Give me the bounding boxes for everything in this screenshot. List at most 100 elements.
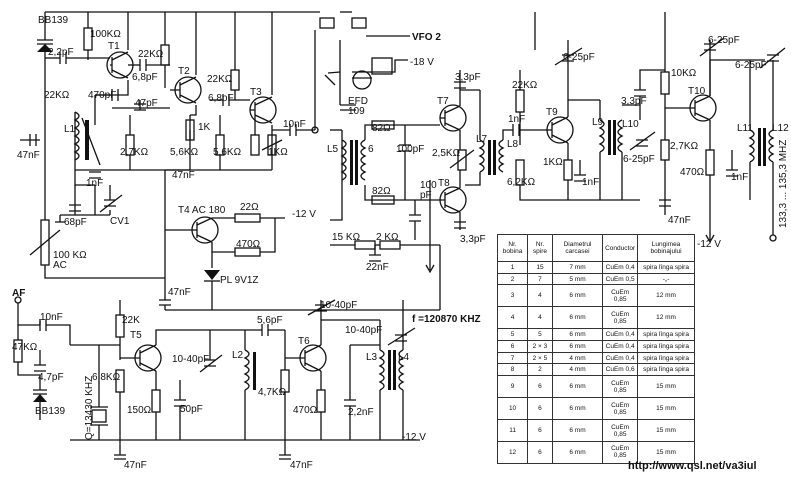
components-top-left bbox=[29, 27, 319, 306]
table-cell: 5 bbox=[496, 328, 529, 342]
label-c-100p-b: 100 bbox=[420, 180, 437, 191]
label-f-osc: f =120870 KHZ bbox=[412, 314, 481, 325]
label-l6: 6 bbox=[368, 144, 374, 155]
label-c-10-40-c: 10-40pF bbox=[345, 325, 382, 336]
label-c-6-25-out: 6-25pF bbox=[735, 60, 767, 71]
table-cell: 4 bbox=[496, 306, 529, 330]
table-cell: 4 bbox=[527, 306, 553, 330]
t4-regulator bbox=[165, 213, 285, 310]
table-cell: CuEm 0,85 bbox=[602, 306, 639, 330]
label-t2: T2 bbox=[178, 66, 190, 77]
label-t4: T4 AC 180 bbox=[178, 205, 226, 216]
label-c-6-25-l10: 6-25pF bbox=[623, 154, 655, 165]
label-zener: PL 9V1Z bbox=[220, 275, 259, 286]
table-cell: 5 mm bbox=[551, 272, 604, 286]
label-r-470-t6: 470Ω bbox=[293, 405, 318, 416]
label-r-82-top: 82Ω bbox=[372, 123, 391, 134]
label-r-1k: 1K bbox=[198, 122, 211, 133]
label-c-6-25-t10: 6-25pF bbox=[708, 35, 740, 46]
table-cell: 6 mm bbox=[551, 397, 604, 421]
table-cell: 6 mm bbox=[551, 284, 604, 308]
label-af: AF bbox=[12, 288, 25, 299]
table-cell: 6 bbox=[527, 419, 553, 442]
label-l8: L8 bbox=[507, 139, 519, 150]
table-cell: CuEm 0,4 bbox=[602, 261, 639, 274]
table-header: Nr. spire bbox=[527, 234, 553, 262]
source-url: http://www.qsl.net/va3iul bbox=[628, 460, 757, 472]
table-cell: 11 bbox=[496, 419, 529, 442]
label-minus12-right: -12 V bbox=[697, 239, 721, 250]
label-r-82-bot: 82Ω bbox=[372, 186, 391, 197]
table-cell: spira lînga spira bbox=[637, 351, 695, 365]
label-c-6p8a: 6,8pF bbox=[132, 72, 158, 83]
table-cell: 12 bbox=[496, 440, 529, 465]
table-cell: 10 bbox=[496, 397, 529, 421]
label-r-6k8: 6,8KΩ bbox=[92, 372, 121, 383]
label-c-10nf-af: 10nF bbox=[40, 312, 63, 323]
table-cell: spira lînga spira bbox=[637, 261, 695, 274]
table-cell: 4 mm bbox=[551, 363, 604, 377]
label-bb139-bot: BB139 bbox=[35, 406, 65, 417]
label-efd-b: 109 bbox=[348, 106, 365, 117]
label-c-47nf-mid: 47nF bbox=[172, 170, 195, 181]
label-l4: L4 bbox=[398, 352, 410, 363]
label-r-22k-t5: 22K bbox=[122, 315, 140, 326]
table-header: Nr. bobina bbox=[496, 234, 529, 262]
table-cell: 6 bbox=[527, 440, 553, 465]
label-c-4p7: 4,7pF bbox=[38, 372, 64, 383]
label-r-5k6a: 5,6KΩ bbox=[170, 147, 199, 158]
table-cell: 2 bbox=[496, 272, 529, 286]
table-cell: 15 mm bbox=[637, 419, 695, 442]
label-c-6-25-t9: 6-25pF bbox=[563, 52, 595, 63]
table-cell: spira lînga spira bbox=[637, 340, 695, 353]
table-cell: 3 bbox=[496, 284, 529, 308]
table-cell: 6 mm bbox=[551, 340, 604, 353]
label-r-22k-t9: 22KΩ bbox=[512, 80, 538, 91]
label-r-22-t4: 22Ω bbox=[240, 202, 259, 213]
label-c-47nf-left: 47nF bbox=[17, 150, 40, 161]
bottom-oscillator bbox=[13, 245, 441, 460]
table-cell: 6 bbox=[496, 340, 529, 353]
label-c-1nf-t9: 1nF bbox=[582, 177, 599, 188]
label-t6: T6 bbox=[298, 336, 310, 347]
table-cell: CuEm 0,85 bbox=[602, 284, 639, 308]
label-c-1nf-l8: 1nF bbox=[508, 114, 525, 125]
label-r-2k7-t10: 2,7KΩ bbox=[670, 141, 699, 152]
table-cell: 8 bbox=[496, 363, 529, 377]
table-cell: 15 mm bbox=[637, 397, 695, 421]
table-cell: 4 mm bbox=[551, 351, 604, 365]
table-cell: 7 bbox=[527, 272, 553, 286]
label-c-1nf-t10: 1nF bbox=[731, 172, 748, 183]
table-header-row: Nr. bobina Nr. spire Diametrul carcasei … bbox=[496, 234, 695, 262]
label-efd-a: EFD bbox=[348, 96, 368, 107]
table-cell: 6 bbox=[527, 375, 553, 399]
label-c-50p: 50pF bbox=[180, 404, 203, 415]
labels: BB139 2,2pF 100KΩ T1 22KΩ T2 6,8pF 22KΩ … bbox=[12, 15, 789, 471]
table-cell: 6 bbox=[527, 397, 553, 421]
label-r-1k-t9: 1KΩ bbox=[543, 157, 563, 168]
table-cell: 15 bbox=[527, 261, 553, 274]
table-cell: -„- bbox=[637, 272, 695, 286]
table-header: Lungimea bobinajului bbox=[637, 234, 695, 262]
table-cell: 6 mm bbox=[551, 328, 604, 342]
label-r-5k6b: 5,6KΩ bbox=[213, 147, 242, 158]
label-c-22nf: 22nF bbox=[366, 262, 389, 273]
table-cell: CuEm 0,4 bbox=[602, 340, 639, 353]
t9-stage bbox=[515, 12, 665, 201]
label-l5: L5 bbox=[327, 144, 339, 155]
table-cell: CuEm 0,85 bbox=[602, 375, 639, 399]
table-cell: 6 mm bbox=[551, 375, 604, 399]
table-cell: 6 mm bbox=[551, 419, 604, 442]
label-pot-100k: 100 KΩ bbox=[53, 250, 87, 261]
label-r-15k: 15 KΩ bbox=[332, 232, 361, 243]
table-cell: 7 bbox=[496, 351, 529, 365]
label-r-22k-b: 22KΩ bbox=[207, 74, 233, 85]
label-r-2k: 2 KΩ bbox=[376, 232, 399, 243]
label-freq-out: 133,3 ... 135,3 MHZ bbox=[778, 140, 789, 228]
label-t8: T8 bbox=[438, 178, 450, 189]
